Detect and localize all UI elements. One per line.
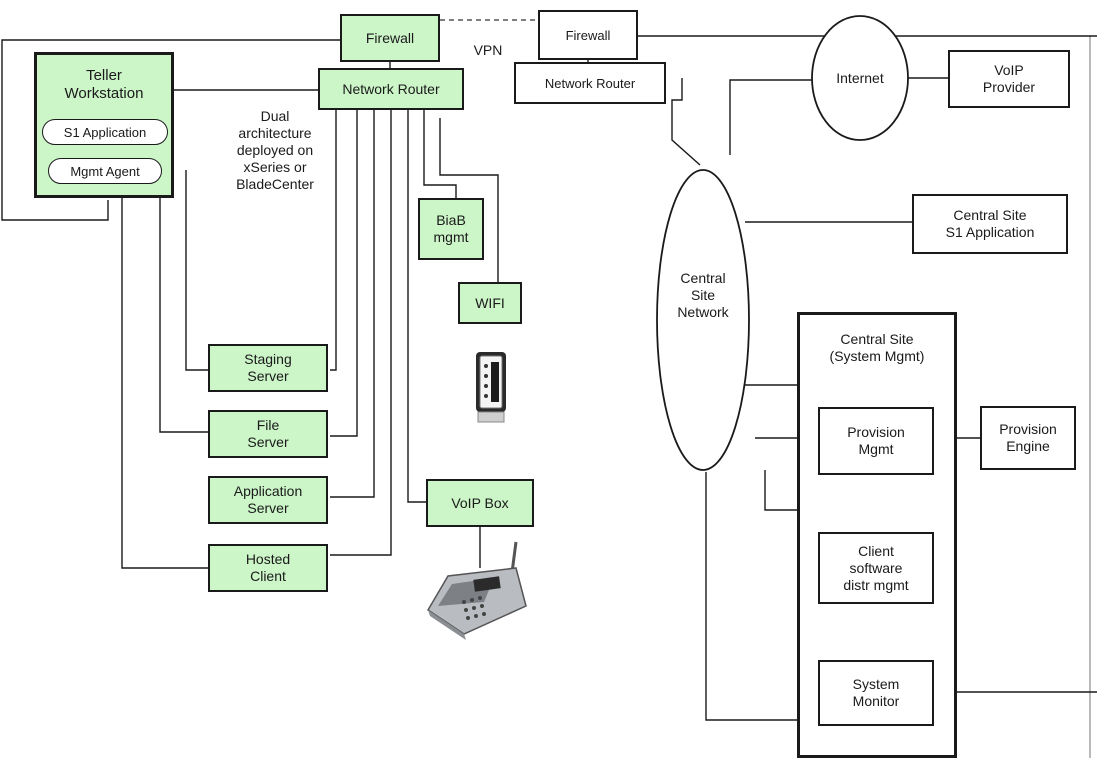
system-monitor-box: System Monitor: [818, 660, 934, 726]
vpn-label: VPN: [468, 42, 508, 59]
network-router-right: Network Router: [514, 62, 666, 104]
staging-server-box: Staging Server: [208, 344, 328, 392]
central-site-s1-box: Central Site S1 Application: [912, 194, 1068, 254]
file-server-box: File Server: [208, 410, 328, 458]
dual-architecture-note: Dual architecture deployed on xSeries or…: [210, 108, 340, 193]
client-software-distr-box: Client software distr mgmt: [818, 532, 934, 604]
firewall-right: Firewall: [538, 10, 638, 60]
voip-box: VoIP Box: [426, 479, 534, 527]
provision-mgmt-box: Provision Mgmt: [818, 407, 934, 475]
provision-engine-box: Provision Engine: [980, 406, 1076, 470]
application-server-box: Application Server: [208, 476, 328, 524]
mgmt-agent-pill: Mgmt Agent: [48, 158, 162, 184]
biab-mgmt-box: BiaB mgmt: [418, 198, 484, 260]
hosted-client-box: Hosted Client: [208, 544, 328, 592]
internet-label: Internet: [812, 70, 908, 87]
network-router-left: Network Router: [318, 68, 464, 110]
teller-workstation-label: Teller Workstation: [37, 67, 171, 103]
s1-application-pill: S1 Application: [42, 119, 168, 145]
central-site-system-mgmt-label: Central Site (System Mgmt): [800, 331, 954, 365]
wifi-box: WIFI: [458, 282, 522, 324]
desk-phone-icon: [428, 542, 526, 640]
central-site-network-label: Central Site Network: [657, 270, 749, 321]
wifi-router-device-icon: [476, 352, 506, 422]
voip-provider-box: VoIP Provider: [948, 50, 1070, 108]
firewall-left: Firewall: [340, 14, 440, 62]
